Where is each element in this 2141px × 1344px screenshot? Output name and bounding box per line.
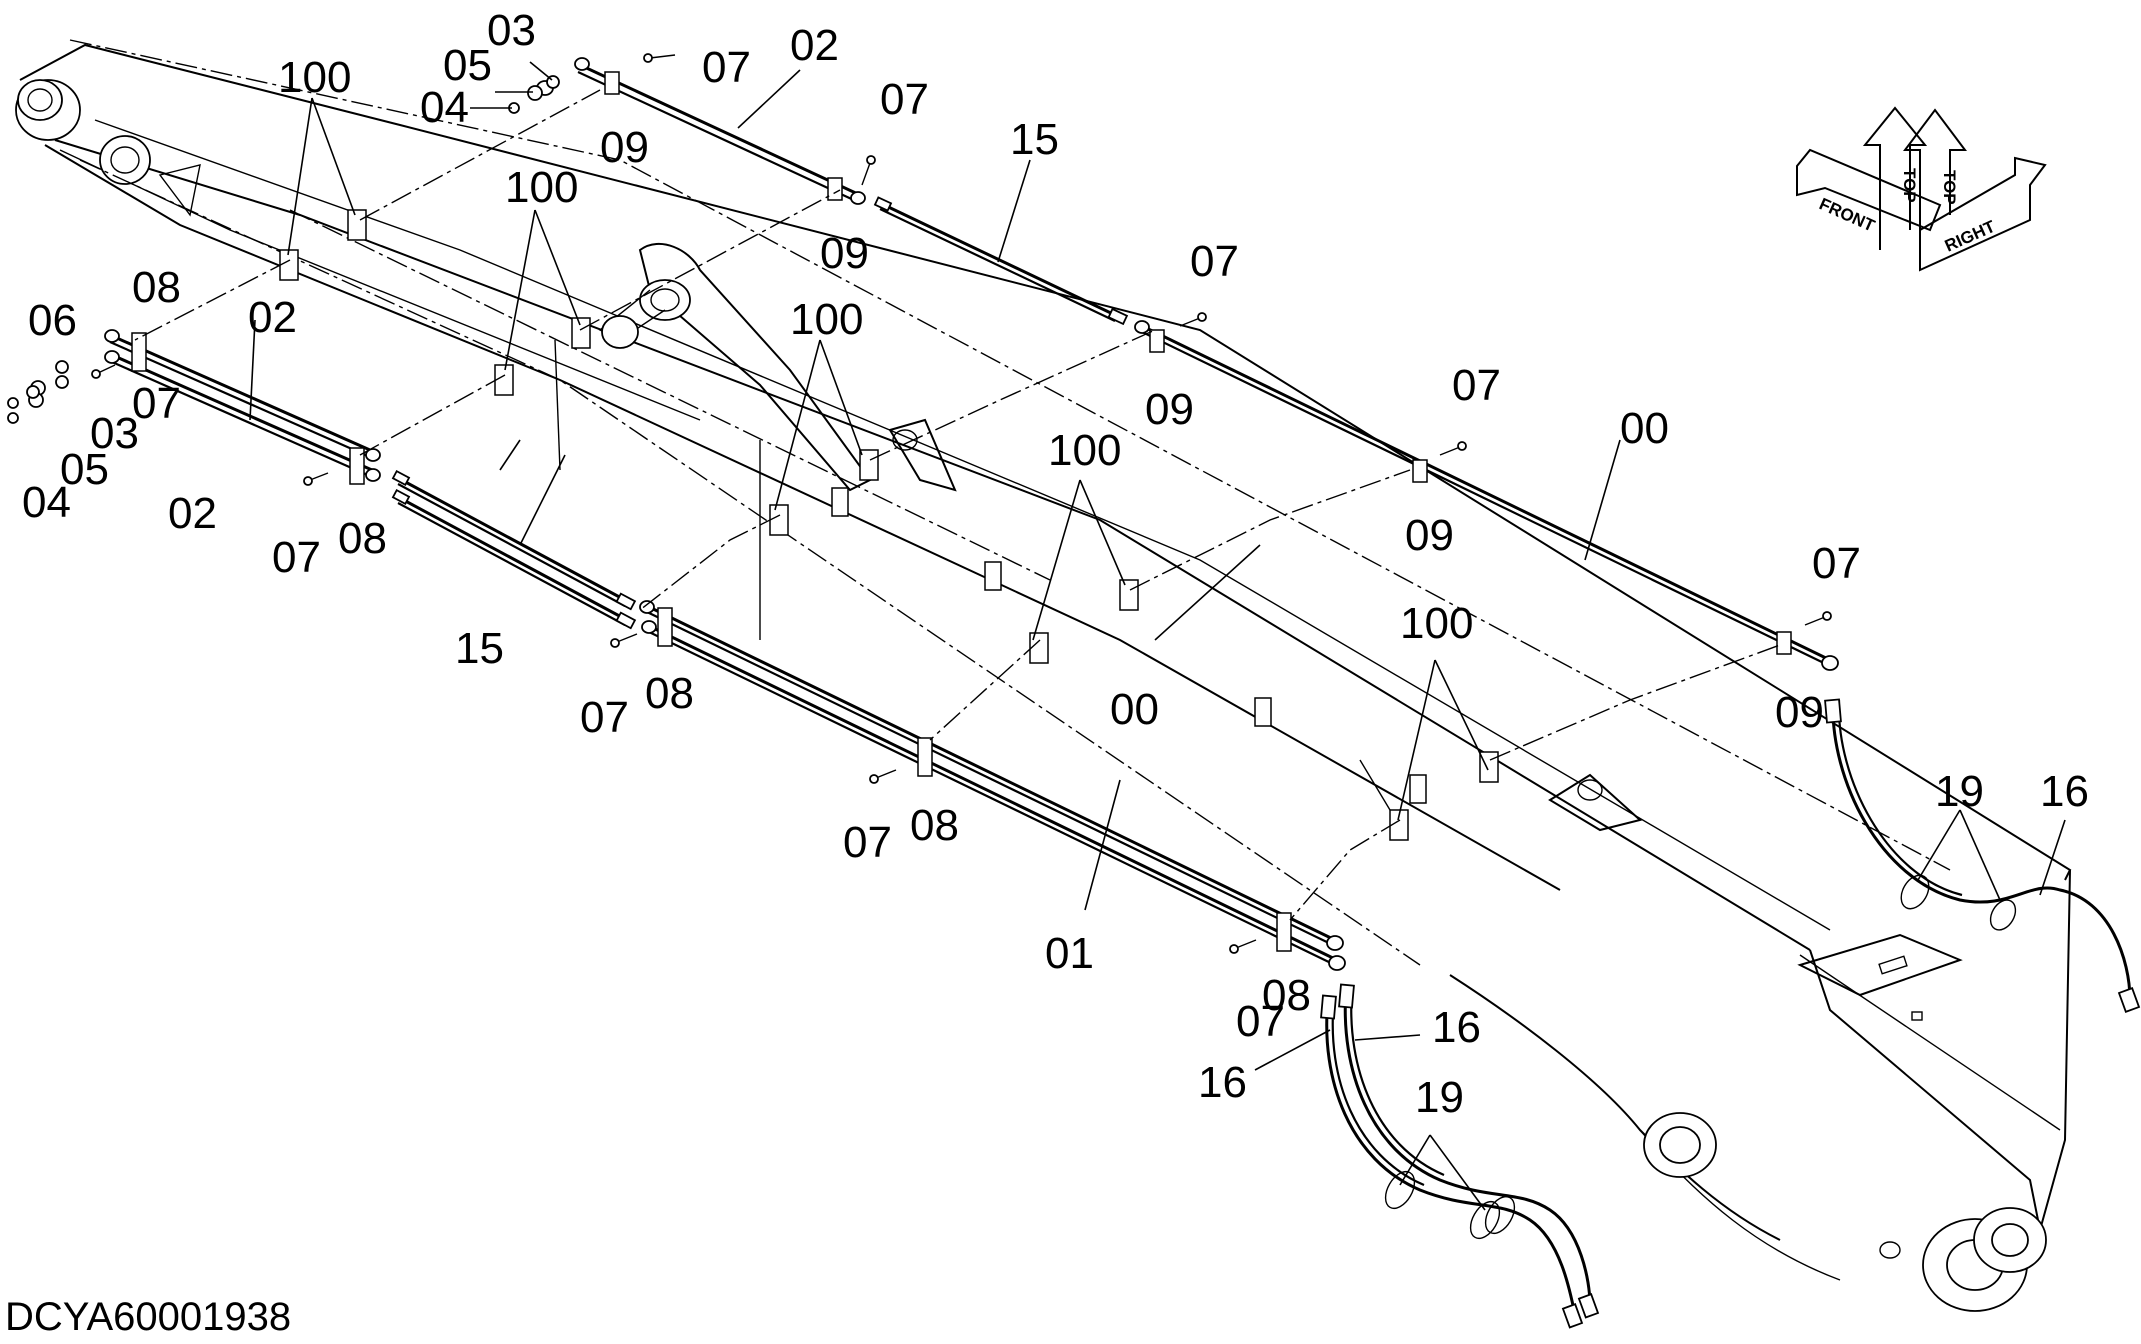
callout: 16 [2040, 767, 2089, 816]
callout: 00 [1110, 685, 1159, 734]
boom-structure [15, 39, 2072, 1312]
callout: 07 [132, 379, 181, 428]
callout: 00 [1620, 404, 1669, 453]
orientation-top-label-a: TOP [1900, 168, 1919, 203]
orientation-indicator: FRONT RIGHT TOP TOP [1796, 106, 2047, 272]
orientation-top-label-b: TOP [1940, 170, 1959, 205]
assembly-guide-lines [134, 89, 1781, 921]
callout: 07 [1452, 361, 1501, 410]
callout: 04 [22, 478, 71, 527]
callout: 02 [790, 21, 839, 70]
callout: 100 [505, 163, 578, 212]
callout: 19 [1415, 1073, 1464, 1122]
callout: 09 [820, 229, 869, 278]
drawing-code: DCYA60001938 [5, 1295, 291, 1339]
callout: 07 [880, 75, 929, 124]
callout: 19 [1935, 767, 1984, 816]
clamps-and-fittings [7, 53, 1832, 954]
callout: 15 [1010, 115, 1059, 164]
callout: 09 [1775, 688, 1824, 737]
callout: 100 [278, 53, 351, 102]
callout: 08 [338, 514, 387, 563]
callout: 08 [645, 669, 694, 718]
callout: 100 [1048, 426, 1121, 475]
callout: 07 [580, 693, 629, 742]
callout: 06 [28, 296, 77, 345]
callout: 05 [60, 445, 109, 494]
orientation-front-label: FRONT [1816, 194, 1878, 235]
callout: 04 [420, 83, 469, 132]
callout: 08 [1262, 971, 1311, 1020]
callout: 16 [1432, 1003, 1481, 1052]
callout: 09 [1145, 385, 1194, 434]
orientation-right-label: RIGHT [1942, 217, 1999, 256]
piping [104, 57, 2141, 1329]
callout: 15 [455, 624, 504, 673]
callout: 09 [1405, 511, 1454, 560]
callout: 02 [168, 489, 217, 538]
callout: 100 [790, 295, 863, 344]
callout: 09 [600, 123, 649, 172]
callout: 01 [1045, 929, 1094, 978]
leader-lines [249, 61, 2066, 1211]
callout: 08 [132, 263, 181, 312]
callout: 03 [90, 409, 139, 458]
callout: 08 [910, 801, 959, 850]
callout: 07 [843, 818, 892, 867]
callout: 05 [443, 41, 492, 90]
callout: 07 [1812, 539, 1861, 588]
callout: 07 [1190, 237, 1239, 286]
callout: 07 [1236, 997, 1285, 1046]
callout: 100 [1400, 599, 1473, 648]
callout: 07 [702, 43, 751, 92]
callout: 07 [272, 533, 321, 582]
callout-labels: 03 05 04 100 09 07 02 07 09 15 100 07 09… [22, 6, 2089, 1122]
callout: 02 [248, 293, 297, 342]
callout: 16 [1198, 1058, 1247, 1107]
callout: 03 [487, 6, 536, 55]
